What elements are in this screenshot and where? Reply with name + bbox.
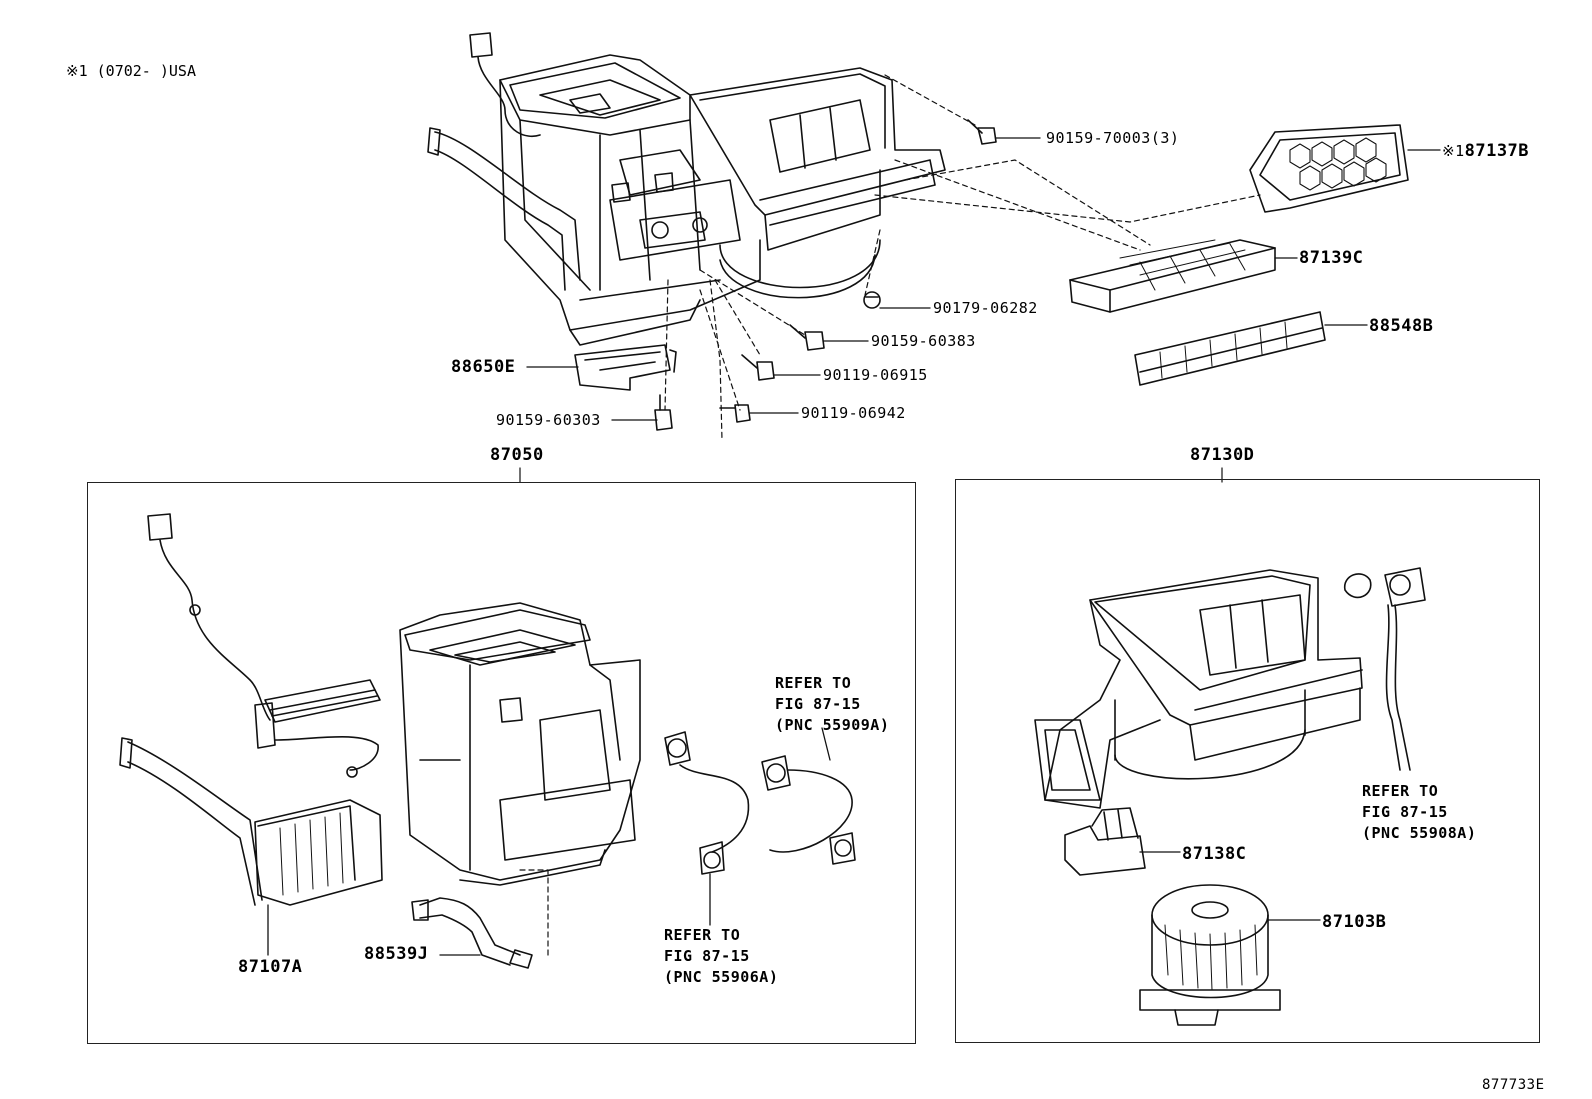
part-label-87103b[interactable]: 87103B bbox=[1322, 912, 1387, 932]
part-label-88539j[interactable]: 88539J bbox=[364, 944, 429, 964]
part-label-90119-06915[interactable]: 90119-06915 bbox=[823, 366, 928, 384]
part-number: 87137B bbox=[1464, 141, 1530, 161]
part-label-90179-06282[interactable]: 90179-06282 bbox=[933, 299, 1038, 317]
88548b-part-drawing bbox=[1134, 311, 1326, 386]
part-label-88650e[interactable]: 88650E bbox=[451, 357, 516, 377]
part-label-90159-60303[interactable]: 90159-60303 bbox=[496, 411, 601, 429]
part-label-87107a[interactable]: 87107A bbox=[238, 957, 303, 977]
87130d-assembly-drawing bbox=[1034, 567, 1426, 1026]
note-ref-mark: ※1 bbox=[1442, 142, 1465, 160]
hvac-unit-assembly-drawing bbox=[427, 32, 946, 346]
top-fasteners bbox=[654, 119, 997, 431]
part-label-88548b[interactable]: 88548B bbox=[1369, 316, 1434, 336]
part-label-87137b[interactable]: ※187137B bbox=[1442, 143, 1529, 160]
87137b-part-drawing bbox=[1249, 124, 1409, 213]
group-box-87050 bbox=[87, 482, 916, 1044]
part-label-90159-70003[interactable]: 90159-70003(3) bbox=[1046, 129, 1180, 147]
87139c-part-drawing bbox=[1069, 239, 1276, 313]
part-label-87139c[interactable]: 87139C bbox=[1299, 248, 1364, 268]
87050-assembly-drawing bbox=[119, 513, 856, 969]
group-label-87130d[interactable]: 87130D bbox=[1190, 445, 1255, 465]
part-label-87138c[interactable]: 87138C bbox=[1182, 844, 1247, 864]
reference-note-55909a[interactable]: REFER TO FIG 87-15 (PNC 55909A) bbox=[775, 674, 890, 734]
part-label-90119-06942[interactable]: 90119-06942 bbox=[801, 404, 906, 422]
top-leader-lines bbox=[519, 74, 1261, 956]
note-mark: ※1 bbox=[66, 62, 88, 80]
applicability-note: ※1 (0702- )USA bbox=[66, 62, 196, 80]
group-box-87130d bbox=[955, 479, 1540, 1043]
left-label-leaders bbox=[267, 727, 831, 956]
reference-note-55908a[interactable]: REFER TO FIG 87-15 (PNC 55908A) bbox=[1362, 782, 1477, 842]
group-label-87050[interactable]: 87050 bbox=[490, 445, 544, 465]
88650e-part-drawing bbox=[574, 344, 677, 391]
top-label-leaders bbox=[526, 137, 1441, 421]
part-label-90159-60383[interactable]: 90159-60383 bbox=[871, 332, 976, 350]
right-label-leaders bbox=[1139, 851, 1321, 921]
note-range: (0702- )USA bbox=[96, 62, 196, 80]
reference-note-55906a[interactable]: REFER TO FIG 87-15 (PNC 55906A) bbox=[664, 926, 779, 986]
figure-id: 877733E bbox=[1482, 1077, 1545, 1093]
